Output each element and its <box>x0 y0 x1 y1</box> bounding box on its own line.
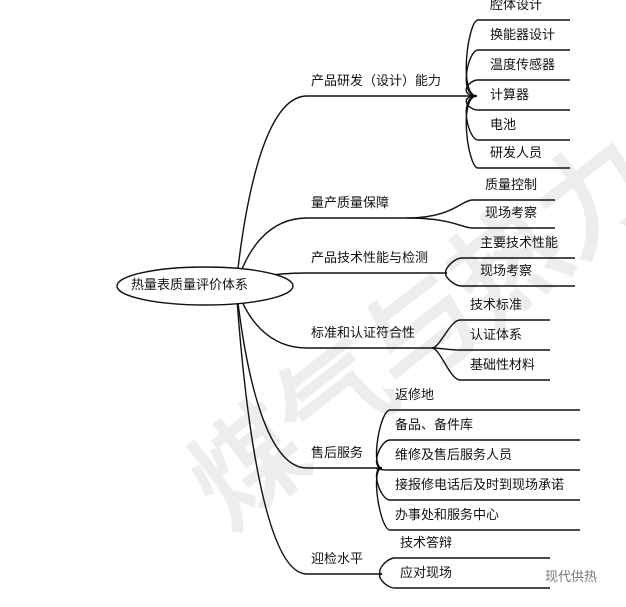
root-node-oval <box>116 266 294 306</box>
child-label-5-0: 技术答辩 <box>400 536 453 551</box>
child-label-0-3: 计算器 <box>490 88 530 103</box>
child-label-1-1: 现场考察 <box>485 206 538 221</box>
branch-label-5: 迎检水平 <box>311 552 364 567</box>
child-connector-3-1 <box>431 347 550 351</box>
child-connector-3-0 <box>431 319 550 349</box>
child-label-1-0: 质量控制 <box>485 178 538 193</box>
child-connector-0-1 <box>465 49 570 97</box>
root-node-label: 热量表质量评价体系 <box>131 278 249 293</box>
child-connector-0-0 <box>465 19 570 97</box>
child-label-4-1: 备品、备件库 <box>395 418 474 433</box>
branch-label-2: 产品技术性能与检测 <box>311 251 429 266</box>
child-label-2-0: 主要技术性能 <box>480 236 559 251</box>
child-label-3-1: 认证体系 <box>470 328 523 343</box>
child-label-4-4: 办事处和服务中心 <box>395 508 500 523</box>
child-label-5-1: 应对现场 <box>400 566 453 581</box>
child-connector-1-0 <box>406 199 555 219</box>
child-connector-0-2 <box>465 79 570 97</box>
child-connector-4-0 <box>375 409 580 469</box>
branch-connector-0 <box>235 95 308 287</box>
branch-label-4: 售后服务 <box>311 446 364 461</box>
child-connector-2-0 <box>445 257 575 274</box>
child-label-4-0: 返修地 <box>395 388 435 403</box>
footer-watermark: 现代供热 <box>545 570 598 585</box>
branch-connector-5 <box>235 285 308 575</box>
branch-connector-4 <box>235 285 308 469</box>
child-label-0-5: 研发人员 <box>490 146 543 161</box>
branch-label-3: 标准和认证符合性 <box>311 326 416 341</box>
child-connector-2-1 <box>445 272 575 287</box>
child-label-4-2: 维修及售后服务人员 <box>395 448 513 463</box>
branch-label-1: 量产质量保障 <box>311 196 390 211</box>
child-connector-4-1 <box>375 439 580 469</box>
child-label-0-2: 温度传感器 <box>490 58 556 73</box>
child-connector-1-1 <box>406 217 555 229</box>
child-connector-4-2 <box>375 467 580 471</box>
child-label-4-3: 接报修电话后及时到现场承诺 <box>395 478 565 493</box>
child-label-0-0: 腔体设计 <box>490 0 543 13</box>
child-connector-4-4 <box>375 467 580 531</box>
child-connector-3-2 <box>431 347 550 381</box>
child-label-3-0: 技术标准 <box>470 298 523 313</box>
child-label-2-1: 现场考察 <box>480 264 533 279</box>
child-label-3-2: 基础性材料 <box>470 358 536 373</box>
child-connector-5-0 <box>378 557 550 575</box>
child-label-0-1: 换能器设计 <box>490 28 556 43</box>
child-connector-0-5 <box>465 95 570 169</box>
child-label-0-4: 电池 <box>490 118 517 133</box>
child-connector-5-1 <box>379 573 550 589</box>
branch-label-0: 产品研发（设计）能力 <box>311 74 442 89</box>
